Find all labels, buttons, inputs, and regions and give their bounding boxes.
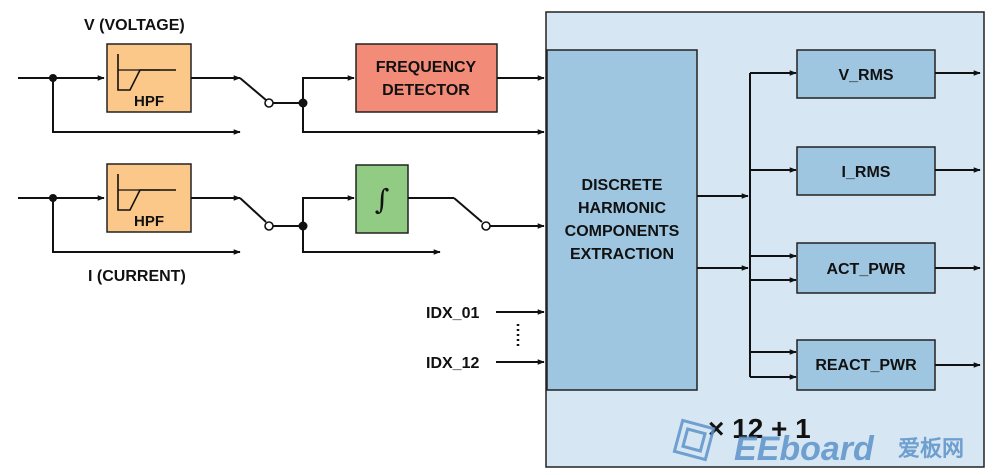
voltage-hpf-label: HPF: [134, 93, 164, 110]
current-switch: [239, 197, 267, 223]
integrator-switch-contact: [481, 221, 491, 231]
current-hpf-block: HPF: [106, 163, 192, 233]
current-hpf-label: HPF: [134, 213, 164, 230]
voltage-switch-contact: [264, 98, 274, 108]
eeboard-watermark-logo: EEboard 爱板网: [672, 418, 964, 468]
current-input-label: I (CURRENT): [88, 268, 186, 285]
react-pwr-label: REACT_PWR: [815, 357, 917, 374]
idx-first-label: IDX_01: [426, 305, 479, 322]
dhc-label-line1: DISCRETE: [582, 177, 663, 194]
watermark-logo-text: EEboard: [734, 430, 875, 468]
current-switch-contact: [264, 221, 274, 231]
dhc-label-line2: HARMONIC: [578, 200, 666, 217]
frequency-detector-label-line1: FREQUENCY: [376, 59, 477, 76]
watermark-chinese-text: 爱板网: [898, 436, 964, 461]
voltage-hpf-block: HPF: [106, 43, 192, 113]
integrator-symbol: ∫: [375, 183, 390, 216]
dhc-label-line3: COMPONENTS: [565, 223, 680, 240]
react-pwr-block: REACT_PWR: [796, 339, 936, 391]
voltage-switch: [239, 77, 267, 101]
dhc-extraction-block: DISCRETE HARMONIC COMPONENTS EXTRACTION: [546, 49, 698, 391]
multiplier-label: × 12 + 1: [708, 413, 811, 444]
v-rms-label: V_RMS: [838, 67, 893, 84]
idx-last-label: IDX_12: [426, 355, 479, 372]
integrator-block: ∫: [355, 164, 409, 234]
i-rms-block: I_RMS: [796, 146, 936, 196]
i-rms-label: I_RMS: [842, 164, 891, 181]
act-pwr-label: ACT_PWR: [826, 261, 906, 278]
integrator-switch: [453, 197, 483, 223]
voltage-input-label: V (VOLTAGE): [84, 17, 185, 34]
frequency-detector-block: FREQUENCY DETECTOR: [355, 43, 498, 113]
v-rms-block: V_RMS: [796, 49, 936, 99]
frequency-detector-label-line2: DETECTOR: [382, 82, 470, 99]
dhc-label-line4: EXTRACTION: [570, 246, 674, 263]
act-pwr-block: ACT_PWR: [796, 242, 936, 294]
